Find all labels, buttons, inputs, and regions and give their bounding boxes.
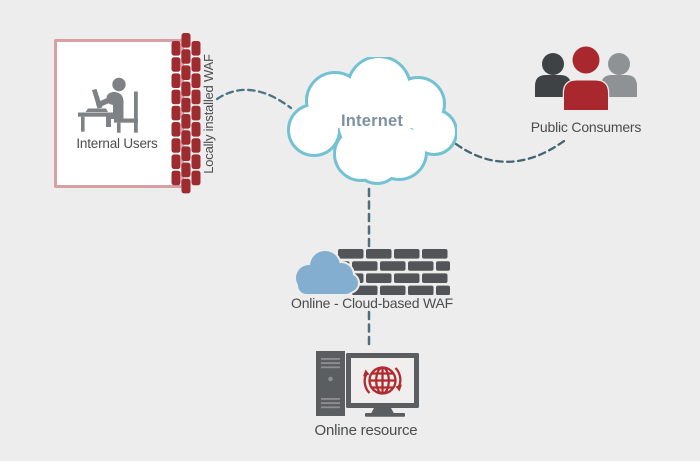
small-cloud-icon bbox=[294, 251, 360, 296]
person-at-laptop-icon bbox=[78, 77, 138, 133]
online-resource-label: Online resource bbox=[314, 422, 418, 439]
public-consumers-label: Public Consumers bbox=[530, 119, 642, 135]
internet-label: Internet bbox=[340, 112, 404, 130]
globe-icon bbox=[363, 366, 402, 395]
three-users-icon bbox=[535, 45, 637, 112]
brick-wall-vertical-icon bbox=[171, 33, 201, 194]
connector-internet-to-public-consumers bbox=[454, 139, 566, 163]
cloud-outline-icon bbox=[287, 57, 457, 185]
internal-users-label: Internal Users bbox=[76, 136, 158, 151]
connector-local-waf-to-internet bbox=[215, 88, 293, 110]
server-and-monitor-globe-icon bbox=[316, 351, 419, 417]
cloud-waf-label: Online - Cloud-based WAF bbox=[291, 295, 453, 311]
tower-pc-icon bbox=[316, 351, 345, 416]
locally-installed-waf-label: Locally installed WAF bbox=[201, 54, 216, 174]
